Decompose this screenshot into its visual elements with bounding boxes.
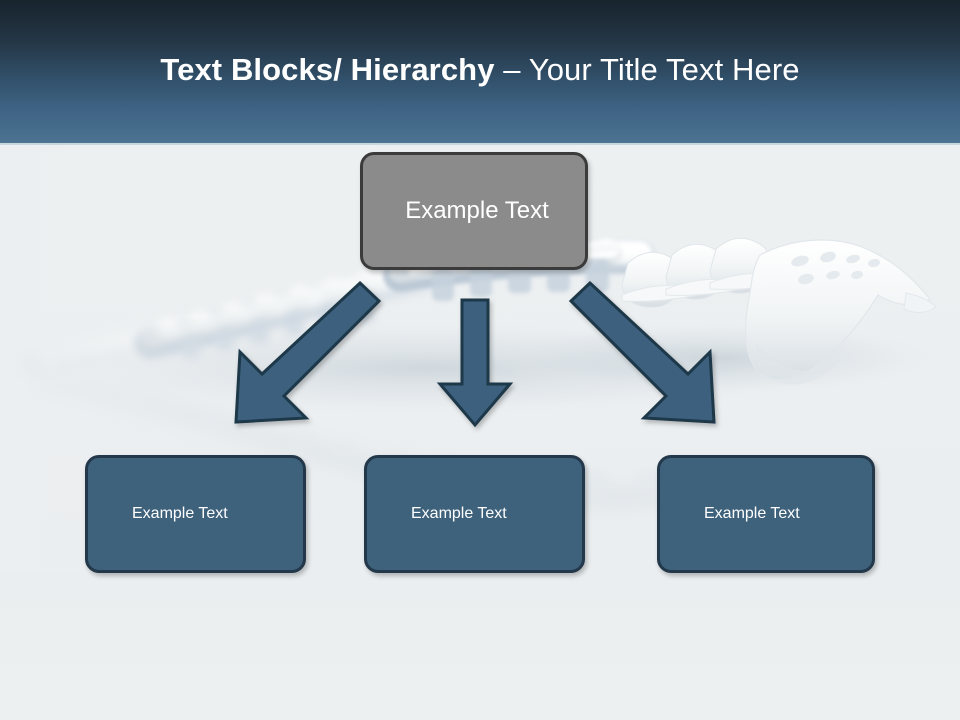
hierarchy-child-label-3: Example Text: [704, 505, 800, 522]
header-divider: [0, 143, 960, 145]
hierarchy-child-box-1[interactable]: Example Text: [85, 455, 306, 573]
page-title-regular-part: Your Title Text Here: [528, 52, 800, 87]
slide-header-bar: [0, 0, 960, 143]
hierarchy-root-box[interactable]: Example Text: [360, 152, 588, 270]
hierarchy-child-label-2: Example Text: [411, 505, 507, 522]
hierarchy-child-box-2[interactable]: Example Text: [364, 455, 585, 573]
hierarchy-child-box-3[interactable]: Example Text: [657, 455, 875, 573]
page-title-bold-part: Text Blocks/ Hierarchy: [160, 52, 504, 87]
hierarchy-child-label-1: Example Text: [132, 505, 228, 522]
page-title: Text Blocks/ Hierarchy – Your Title Text…: [0, 52, 960, 88]
hierarchy-root-label: Example Text: [405, 197, 549, 224]
page-title-dash: –: [503, 52, 529, 87]
